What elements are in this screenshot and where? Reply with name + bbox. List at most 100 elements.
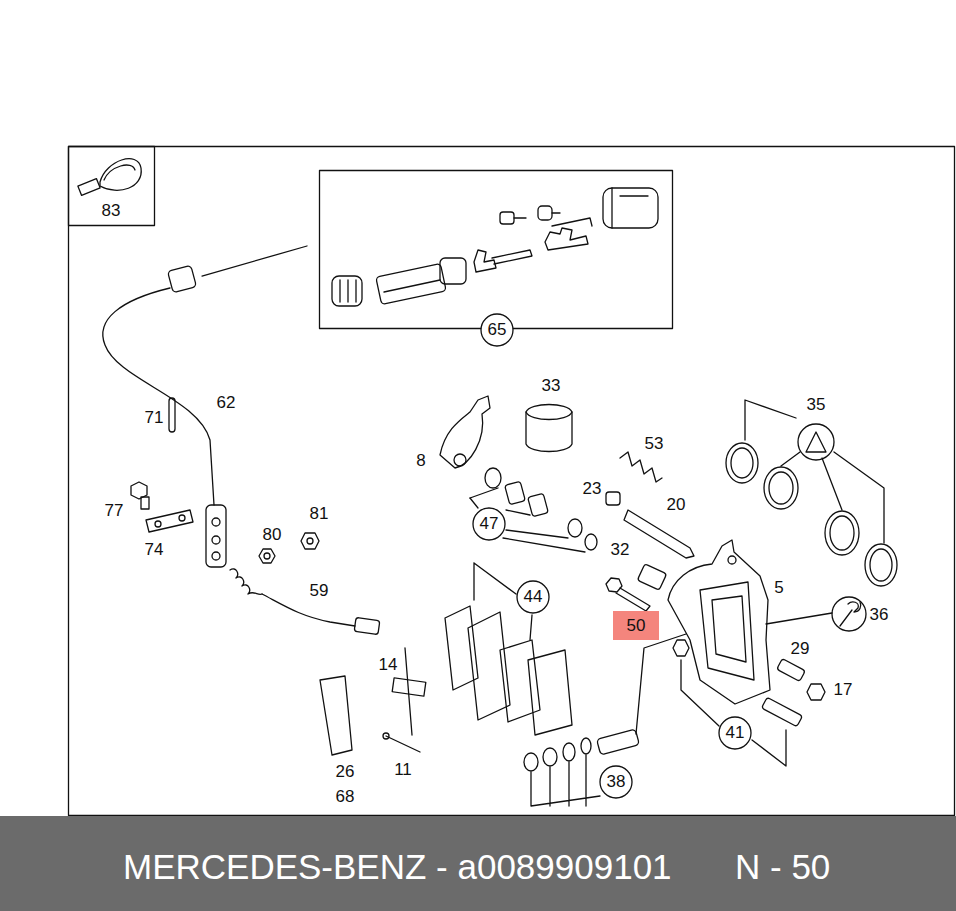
brake-parts-center [440,396,694,590]
brake-pads [528,650,572,735]
wrench-symbol [840,602,861,626]
callout-number: 71 [143,409,166,428]
callout-number: 33 [540,377,563,396]
small-parts-left [301,533,319,549]
callout-number: 26 [334,763,357,782]
connector-inset [355,280,356,302]
connector-inset [320,171,673,329]
brake-parts-center [624,510,694,558]
brake-pads [468,612,510,720]
seal-kit [769,472,793,504]
callout-number: 23 [581,480,604,499]
small-parts-left [155,521,161,527]
circle-outline [481,314,513,346]
wear-sensor-cable [212,552,220,560]
brake-parts-center [620,452,662,482]
callout-number: 81 [308,505,331,524]
piston-kit [597,729,640,755]
callout-number: 62 [215,394,238,413]
seal-kit [726,443,758,483]
caliper-housing [766,613,832,624]
callout-number: 29 [789,640,812,659]
callout-number: 53 [643,435,666,454]
brake-parts-center [440,396,490,468]
small-parts-left [259,549,275,563]
callout-number: 68 [334,788,357,807]
piston-kit [563,743,575,761]
pad-hardware [392,678,426,696]
seal-kit [764,467,798,509]
callout-number: 80 [261,526,284,545]
brake-parts-center [585,534,597,550]
connector-inset [202,171,673,329]
connector-inset [339,280,340,302]
bleeder-and-bolts [807,684,825,700]
callout-number: 41 [726,724,745,743]
callout-number: 65 [488,321,507,340]
pad-hardware [320,648,426,755]
callout-number: 44 [524,588,543,607]
callout-number: 47 [480,515,499,534]
connector-inset [202,246,307,276]
wear-sensor-cable [206,505,226,567]
piston-kit [524,634,686,806]
small-parts-left [141,497,149,509]
wear-sensor-cable [168,265,197,292]
bleeder-and-bolts [673,640,689,656]
brake-parts-center [568,519,582,537]
callout-number: 17 [832,681,855,700]
connector-inset [500,212,514,224]
callout-circle: 41 [718,716,752,750]
callout-circle: 44 [516,580,550,614]
connector-inset [384,280,440,292]
connector-inset [545,228,588,250]
caliper-housing [712,596,746,662]
small-parts-left [169,398,175,432]
connector-inset [492,250,532,264]
callout-number: 36 [868,606,891,625]
inset-callout-box: 83 [68,146,155,226]
seal-kit [781,452,884,543]
callout-number: 5 [772,579,785,598]
callout-circle: 47 [472,507,506,541]
callout-number: 38 [607,773,626,792]
callout-number: 50 [627,617,646,636]
cable-tie-icon [100,159,141,191]
callout-circle: 65 [480,313,514,347]
caliper-bolt [606,578,622,592]
callout-number: 14 [377,656,400,675]
footer-band: MERCEDES-BENZ - a0089909101N - 50 [0,816,956,911]
wear-sensor-cable [212,518,220,526]
caliper-housing [700,582,754,680]
seal-kit [726,400,897,586]
inset-box [69,147,155,226]
wear-sensor-cable [103,265,380,634]
connector-inset [332,276,362,306]
cable-tie-icon [104,165,135,180]
pad-hardware [383,733,389,739]
callout-number: 59 [308,582,331,601]
callout-number: 11 [392,761,414,780]
callout-number: 20 [665,496,688,515]
seal-kit [745,400,796,440]
callout-number: 8 [414,452,427,471]
seal-kit [806,432,826,452]
caliper-bolt [616,588,650,611]
small-parts-left [179,515,185,521]
circle-outline [473,508,505,540]
pad-hardware [405,648,412,735]
circle-outline [719,717,751,749]
brake-parts-center [606,492,620,505]
connector-inset [376,263,446,304]
frame [69,147,955,816]
connector-inset [474,250,496,272]
cable-tie-icon [78,159,141,196]
small-parts-left [146,510,193,532]
seal-kit [830,516,854,550]
seal-kit [870,549,892,581]
bleeder-and-bolts [673,640,825,766]
bleeder-and-bolts [681,660,786,766]
seal-kit [731,448,753,478]
footer-text: N - 50 [735,848,830,887]
small-parts-left [307,538,313,544]
